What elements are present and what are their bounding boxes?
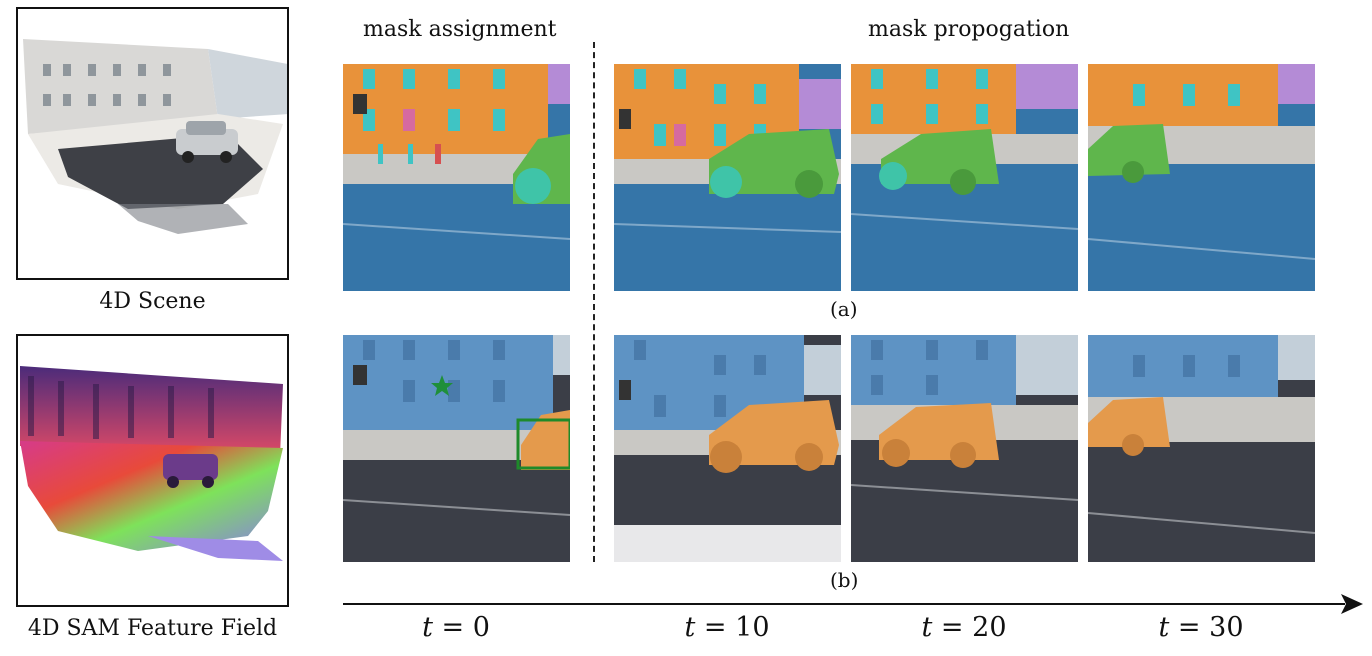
row-a-frame-t10 xyxy=(614,64,841,291)
feature-field-render xyxy=(18,336,287,605)
row-b-frame-t30 xyxy=(1088,335,1315,562)
feature-field-caption: 4D SAM Feature Field xyxy=(27,616,278,641)
mask-propagation-header: mask propogation xyxy=(868,17,1070,42)
star-icon xyxy=(431,375,453,396)
row-a-frame-t20 xyxy=(851,64,1078,291)
time-axis-arrow xyxy=(343,594,1363,614)
row-a-frame-t0 xyxy=(343,64,570,291)
scene-render xyxy=(18,9,287,278)
row-b-frame-t10 xyxy=(614,335,841,562)
feature-field-panel xyxy=(16,334,289,607)
row-b-frame-t20 xyxy=(851,335,1078,562)
separator-dashed-line xyxy=(593,42,595,562)
subfigure-b-label: (b) xyxy=(830,568,859,592)
mask-assignment-header: mask assignment xyxy=(363,17,557,42)
time-label-t20: t = 20 xyxy=(921,612,1007,643)
scene-panel xyxy=(16,7,289,280)
time-label-t30: t = 30 xyxy=(1158,612,1244,643)
scene-caption: 4D Scene xyxy=(99,289,206,314)
car-icon xyxy=(176,121,238,163)
time-label-t10: t = 10 xyxy=(684,612,770,643)
row-b-frame-t0 xyxy=(343,335,570,562)
subfigure-a-label: (a) xyxy=(830,297,858,321)
prompt-box xyxy=(516,418,570,470)
row-a-frame-t30 xyxy=(1088,64,1315,291)
time-label-t0: t = 0 xyxy=(422,612,490,643)
